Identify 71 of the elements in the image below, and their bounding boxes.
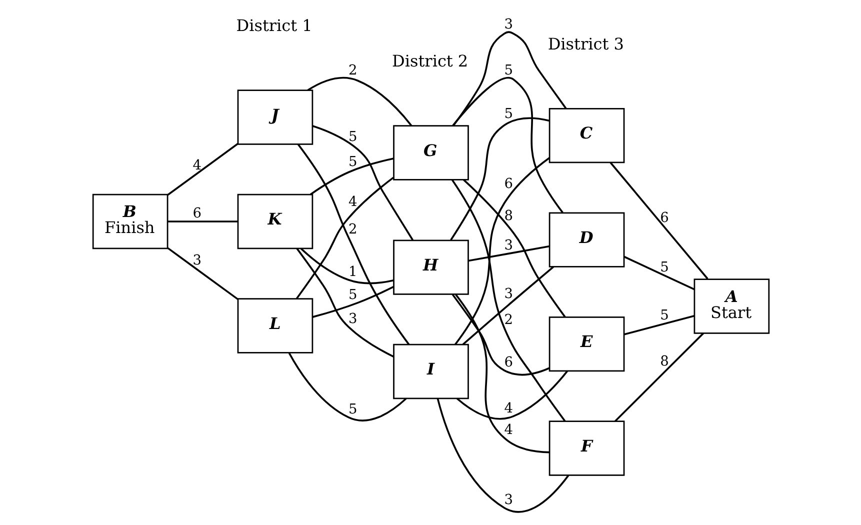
edge-label: 1 [348, 264, 357, 280]
connector [454, 156, 550, 344]
connector [166, 246, 238, 300]
edge-label: 3 [348, 310, 357, 326]
edge-label: 8 [660, 352, 668, 369]
edge-label: 8 [504, 207, 513, 224]
edge-label: 4 [504, 400, 513, 416]
connector [456, 370, 568, 420]
node-box: G [392, 124, 468, 180]
edge-label: 5 [348, 154, 357, 170]
connector [623, 255, 694, 290]
edge-label: 5 [504, 62, 513, 78]
connector [306, 76, 412, 126]
node-box: L [236, 298, 313, 353]
edge-label: 5 [348, 400, 357, 417]
connector [614, 332, 704, 422]
edge-label: 6 [504, 354, 513, 370]
connector [295, 176, 394, 299]
node-box: I [392, 343, 468, 399]
edge-label: 4 [504, 422, 513, 438]
connector [468, 244, 550, 262]
edge-label: 5 [348, 286, 357, 302]
node-box: E [548, 316, 624, 372]
edge-label: 2 [504, 312, 513, 328]
edge-label: 6 [660, 210, 668, 226]
connector [167, 220, 238, 222]
label: District 2 [392, 51, 468, 70]
node-box: A Start [693, 278, 770, 334]
connector [462, 178, 566, 317]
connector [462, 266, 554, 345]
edge-label: 3 [504, 491, 513, 508]
connector [288, 352, 406, 421]
node-box: F [548, 420, 624, 476]
connector [166, 142, 238, 196]
connector [624, 314, 694, 335]
edge-label: 5 [348, 128, 357, 144]
connector [451, 293, 550, 376]
edge-label: 6 [192, 205, 201, 222]
node-box: B Finish [92, 193, 168, 249]
edge-label: 4 [348, 194, 357, 210]
edge-label: 3 [192, 252, 201, 268]
connector [452, 30, 566, 126]
connector [296, 248, 394, 357]
connector [296, 143, 410, 345]
connector [436, 398, 569, 512]
connector [452, 76, 563, 213]
connector [309, 157, 394, 195]
connector [450, 116, 550, 240]
node-box: D [548, 212, 624, 267]
edge-label: 5 [660, 258, 668, 275]
edge-label: 5 [504, 105, 513, 122]
node-box: H [392, 239, 468, 294]
connector [454, 293, 549, 453]
edge-label: 2 [348, 221, 357, 238]
edge-label: 2 [348, 62, 357, 78]
label: District 3 [547, 34, 624, 53]
edge-label: 3 [504, 237, 513, 254]
edge-label: 4 [192, 156, 201, 173]
edge-label: 3 [504, 16, 513, 32]
node-box: C [548, 107, 624, 163]
node-box: K [236, 193, 313, 249]
connector [312, 124, 414, 240]
edge-label: 5 [660, 307, 668, 324]
edge-label: 3 [504, 285, 513, 302]
label: District 1 [236, 15, 312, 34]
node-box: J [236, 89, 313, 144]
connector [609, 162, 708, 279]
connector [450, 178, 566, 422]
connector [300, 247, 394, 284]
connector [312, 285, 394, 318]
edge-label: 6 [504, 175, 513, 192]
